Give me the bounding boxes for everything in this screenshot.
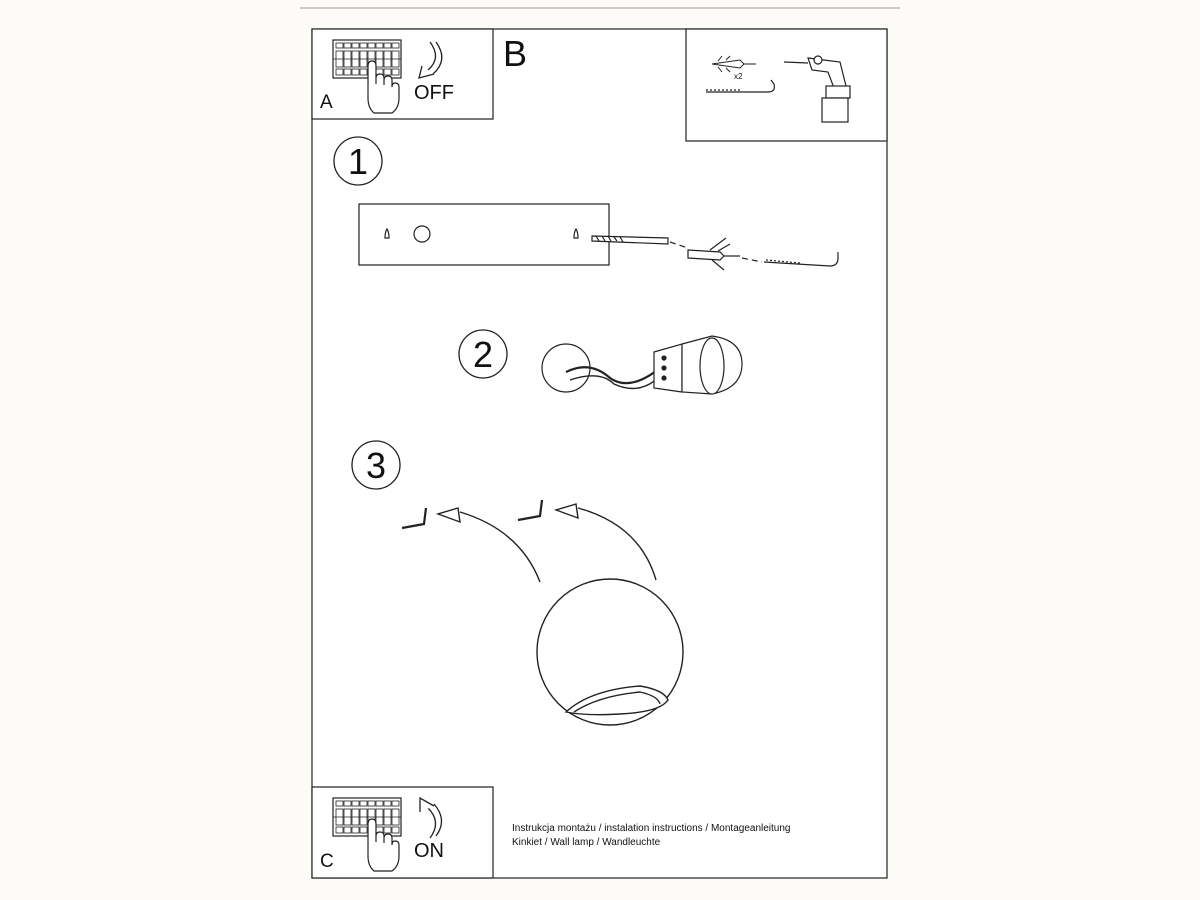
screw — [591, 235, 669, 245]
step-2-number: 2 — [472, 334, 494, 375]
hook — [401, 507, 428, 530]
keyhole-slot — [573, 227, 579, 239]
screw-hook — [763, 252, 839, 267]
panel-a — [311, 28, 494, 120]
panel-a-letter: A — [320, 92, 333, 113]
arc-arrow — [459, 511, 541, 583]
arrow-down-icon — [418, 41, 443, 79]
panel-c-action: ON — [414, 840, 444, 862]
step-1-illustration — [358, 203, 839, 271]
terminal-block — [653, 343, 683, 393]
drill-icon — [783, 55, 851, 123]
arrow-up-icon — [419, 796, 443, 839]
plug-quantity: x2 — [734, 72, 743, 81]
step-2-illustration — [541, 335, 743, 395]
step-3-illustration — [401, 499, 684, 726]
panel-b-letter: B — [503, 33, 528, 74]
panel-b — [685, 28, 888, 142]
mounting-plate — [358, 203, 610, 266]
step-1-number: 1 — [347, 141, 369, 182]
keyhole-slot — [384, 227, 390, 239]
step-3-number: 3 — [365, 445, 387, 486]
panel-c-letter: C — [320, 851, 334, 872]
step-3-circle — [351, 440, 401, 490]
wall-plug — [687, 237, 740, 271]
main-frame — [311, 28, 888, 879]
step-1-circle — [333, 136, 383, 186]
panel-c — [311, 786, 494, 879]
screw-hook-icon — [706, 79, 775, 93]
globe-lamp — [536, 578, 684, 726]
breaker-panel-icon — [332, 797, 402, 837]
wall-plug-icon — [711, 55, 756, 73]
hook — [517, 499, 544, 522]
caption-line-2: Kinkiet / Wall lamp / Wandleuchte — [512, 837, 661, 848]
breaker-panel-icon — [332, 39, 402, 79]
caption-line-1: Instrukcja montażu / instalation instruc… — [512, 823, 791, 834]
panel-a-action: OFF — [414, 82, 454, 104]
arc-arrow — [577, 507, 657, 581]
mounting-hole — [413, 225, 431, 243]
step-2-circle — [458, 329, 508, 379]
lamp-base — [681, 335, 743, 395]
